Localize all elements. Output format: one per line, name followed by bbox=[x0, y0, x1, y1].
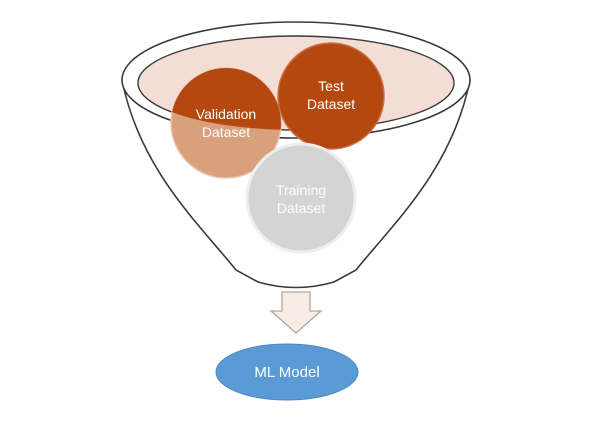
validation-dataset-label-line2: Dataset bbox=[202, 124, 250, 140]
ml-model-label: ML Model bbox=[254, 364, 319, 381]
training-dataset-label-line2: Dataset bbox=[277, 200, 325, 216]
training-dataset-label-line1: Training bbox=[276, 182, 326, 198]
down-arrow-icon bbox=[269, 291, 323, 334]
training-dataset-node: Training Dataset bbox=[245, 142, 357, 254]
ml-model-node: ML Model bbox=[215, 343, 359, 401]
test-dataset-label-line2: Dataset bbox=[307, 96, 355, 112]
test-dataset-node: Test Dataset bbox=[277, 42, 385, 150]
validation-dataset-label-line1: Validation bbox=[196, 106, 256, 122]
validation-dataset-node: Validation Dataset bbox=[170, 67, 282, 179]
test-dataset-label-line1: Test bbox=[318, 78, 344, 94]
